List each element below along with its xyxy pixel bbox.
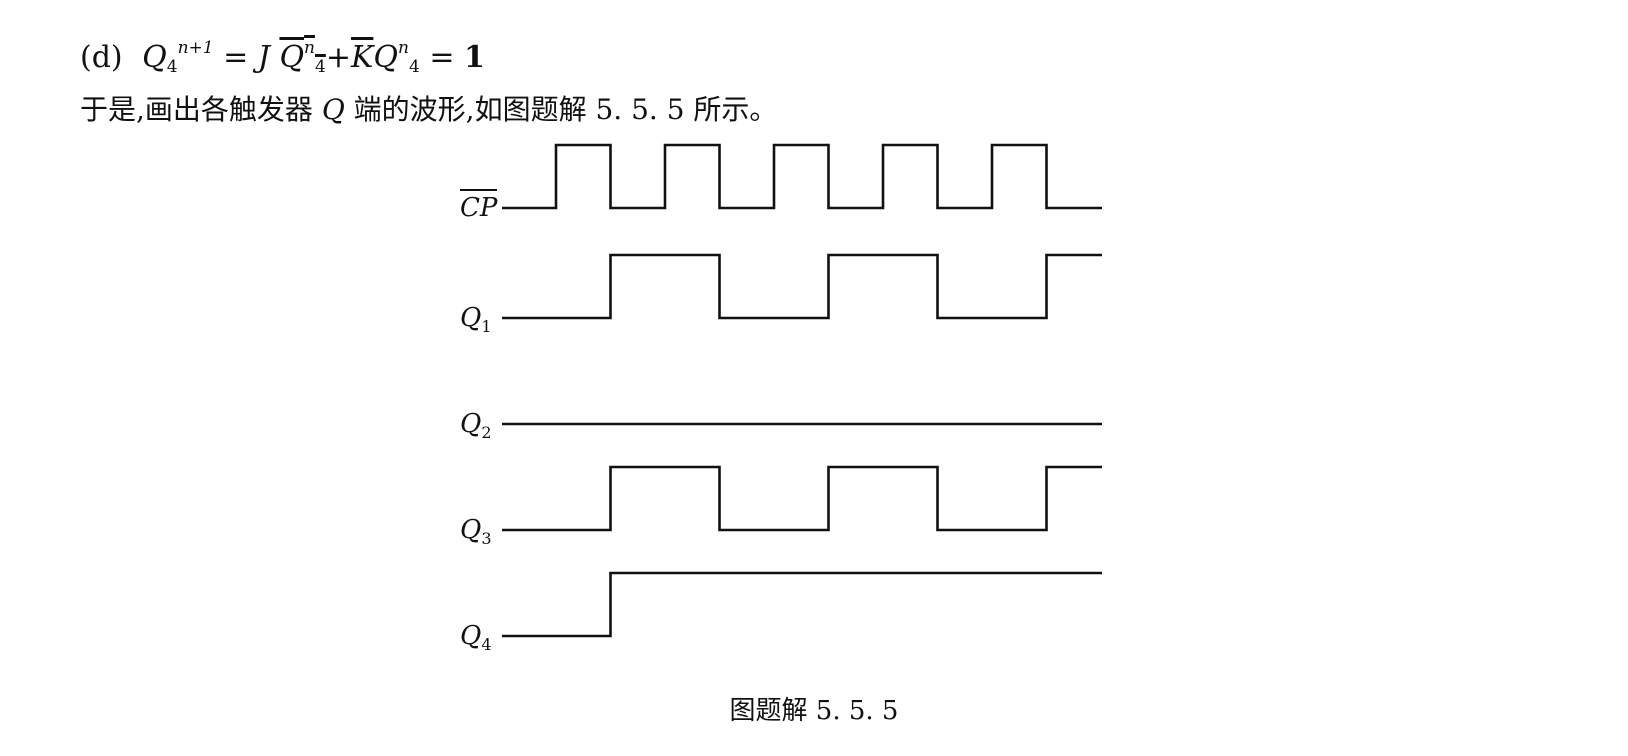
equation-result: 1: [464, 40, 485, 75]
equation-line: (d) Q4n+1 = J Qn4+KQn4 = 1: [80, 28, 485, 87]
equation-j: J: [257, 40, 270, 75]
figure-caption: 图题解 5. 5. 5: [729, 696, 899, 726]
explanation-q: Q: [321, 93, 345, 126]
equation-tag: (d): [80, 40, 123, 75]
signal-label-q2: Q2: [460, 409, 492, 442]
waveform-cp: [502, 143, 1102, 210]
equation-lhs-sub: 4: [166, 57, 178, 77]
waveform-q4: [502, 571, 1102, 638]
signal-label-cp: CP: [460, 193, 498, 223]
equation-k-bar: K: [350, 40, 374, 75]
signal-label-q4: Q4: [460, 621, 492, 654]
signal-label-q1: Q1: [460, 303, 492, 336]
equation-q-sub: 4: [408, 57, 420, 77]
explanation-text: 于是,画出各触发器 Q 端的波形,如图题解 5. 5. 5 所示。: [80, 90, 777, 130]
equation-lhs-sup: n+1: [177, 38, 214, 58]
equation-equals-1: =: [223, 40, 249, 75]
explanation-after: 端的波形,如图题解 5. 5. 5 所示。: [344, 93, 778, 126]
equation-q-var: Q: [373, 40, 398, 75]
waveform-q1: [502, 253, 1102, 320]
waveform-q3: [502, 465, 1102, 532]
equation-q-sup: n: [398, 38, 409, 58]
equation-plus: +: [325, 40, 351, 75]
equation-q-bar-group: Qn4: [279, 38, 326, 77]
equation-q-bar-var: Q: [279, 40, 305, 75]
explanation-before: 于是,画出各触发器: [80, 93, 322, 126]
equation-equals-2: =: [429, 40, 455, 75]
equation-lhs-var: Q: [142, 40, 167, 75]
equation-q-bar-sup: n: [304, 38, 315, 58]
signal-label-q3: Q3: [460, 515, 492, 548]
equation-q-bar-sub: 4: [315, 57, 326, 77]
